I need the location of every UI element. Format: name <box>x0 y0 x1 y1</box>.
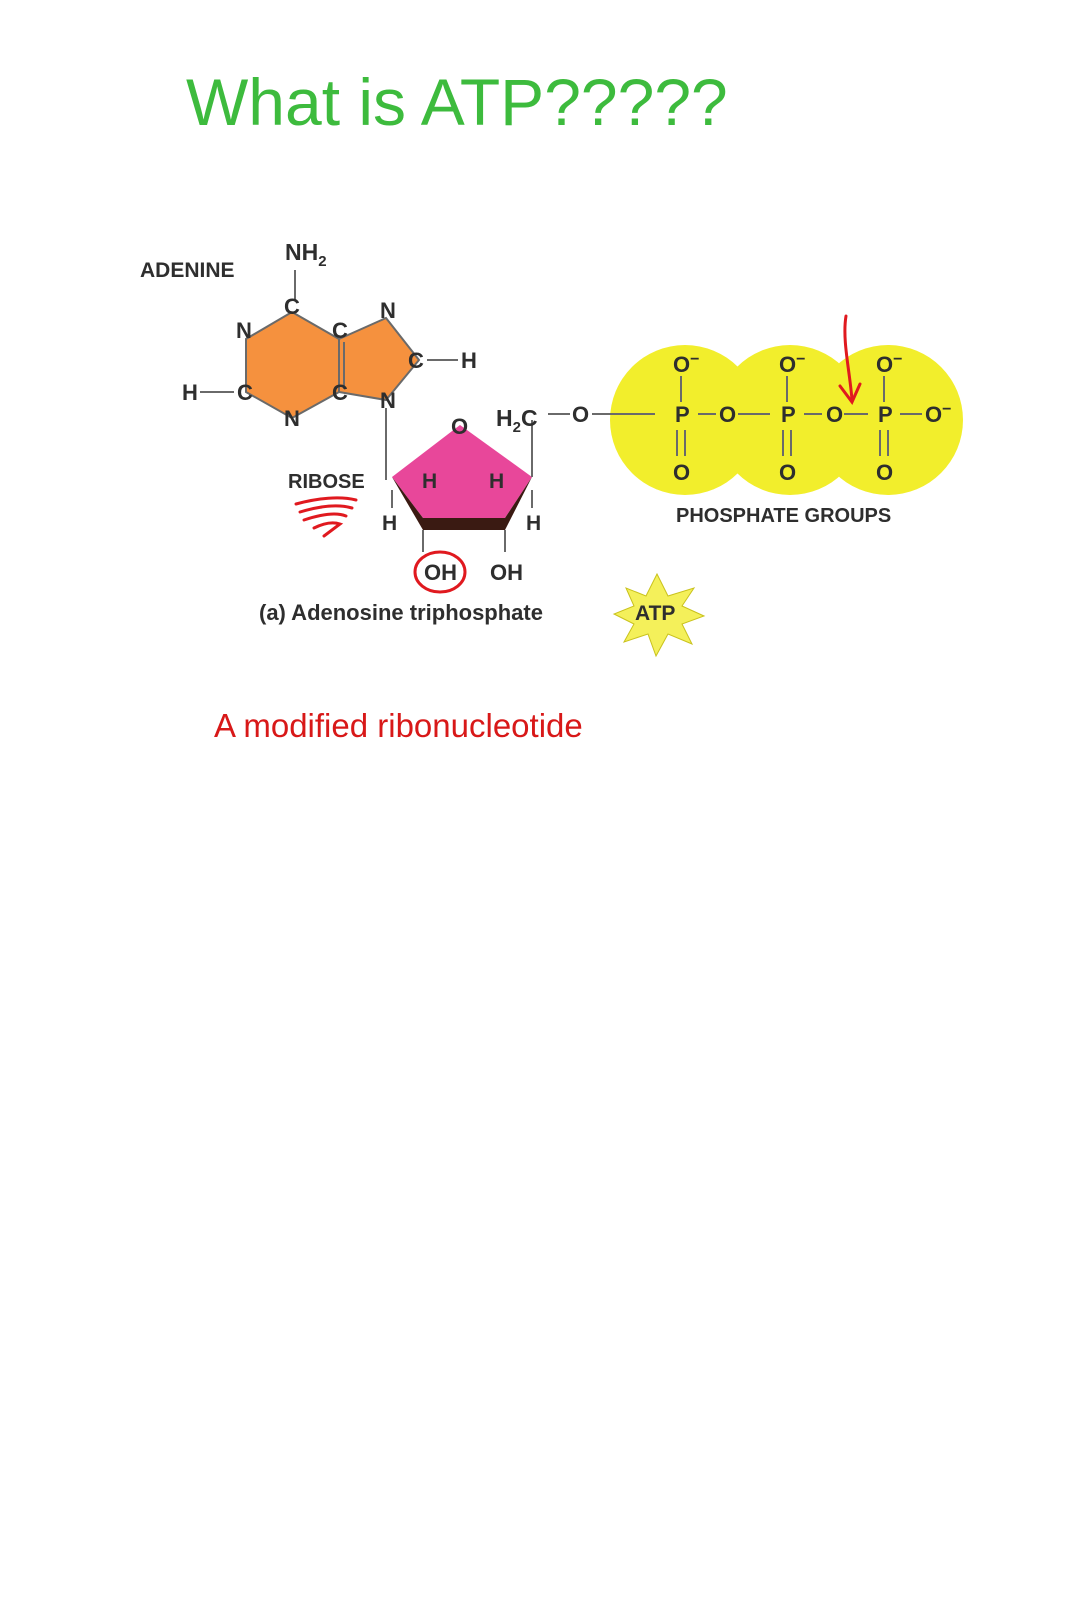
atom-n-glyco: N <box>380 388 396 413</box>
atom-h-top-left: H <box>422 470 437 493</box>
atom-c-top: C <box>284 294 300 319</box>
atom-terminal-o: O− <box>925 401 951 427</box>
annotation-arrow <box>843 314 854 402</box>
page-title: What is ATP????? <box>186 65 728 139</box>
phosphate-bonds <box>676 376 922 456</box>
atom-c-center-bottom: C <box>332 380 348 405</box>
atom-h-left: H <box>182 380 198 405</box>
adenine-five-ring <box>339 318 419 400</box>
atp-structure-diagram: ADENINE NH2 C N C N C H H C N C N O H2C … <box>140 239 963 658</box>
atom-c-right: C <box>408 348 424 373</box>
atom-p2-o-top: O− <box>779 351 805 377</box>
atom-h2c: H2C <box>496 405 538 436</box>
atom-p3-o-bottom: O <box>876 460 893 485</box>
annotation-circle-oh <box>413 550 467 594</box>
atom-p2-o-bottom: O <box>779 460 796 485</box>
phosphate-circles <box>610 345 963 495</box>
atom-h-bottom-left: H <box>382 512 397 535</box>
atom-bridge-o2: O <box>826 402 843 427</box>
atom-p1-o-top: O− <box>673 351 699 377</box>
atom-h-right: H <box>461 348 477 373</box>
figure-caption: (a) Adenosine triphosphate <box>259 600 543 625</box>
atom-bridge-o1: O <box>719 402 736 427</box>
adenine-bonds <box>200 270 458 480</box>
atom-h-top-right: H <box>489 470 504 493</box>
atom-p1-o-bottom: O <box>673 460 690 485</box>
annotation-scribble-ribose <box>294 496 358 538</box>
atom-p3: P <box>878 402 893 427</box>
label-phosphate-groups: PHOSPHATE GROUPS <box>676 505 891 527</box>
phosphate-circle-1 <box>610 345 760 495</box>
annotations <box>294 314 862 594</box>
atom-c-center-top: C <box>332 318 348 343</box>
atom-oh-left: OH <box>424 560 457 585</box>
atom-p3-o-top: O− <box>876 351 902 377</box>
atom-n-right-top: N <box>380 298 396 323</box>
atom-nh2: NH2 <box>285 239 327 270</box>
atom-c-left: C <box>237 380 253 405</box>
atom-p2: P <box>781 402 796 427</box>
atom-o-ring: O <box>451 414 468 439</box>
ribose-bonds <box>391 413 655 552</box>
atom-n-left: N <box>236 318 252 343</box>
atom-oh-right: OH <box>490 560 523 585</box>
label-ribose: RIBOSE <box>288 471 365 493</box>
atp-badge-label: ATP <box>635 602 675 625</box>
atom-p1: P <box>675 402 690 427</box>
caption-text: A modified ribonucleotide <box>214 707 583 744</box>
annotation-arrowhead <box>838 382 862 405</box>
label-adenine: ADENINE <box>140 259 235 282</box>
atom-n-bottom: N <box>284 406 300 431</box>
atom-o-link: O <box>572 402 589 427</box>
adenine-six-ring <box>246 312 339 418</box>
ribose-ring <box>392 425 532 518</box>
ribose-ring-edge <box>392 477 532 530</box>
atom-h-bottom-right: H <box>526 512 541 535</box>
atp-star-badge <box>612 572 706 658</box>
